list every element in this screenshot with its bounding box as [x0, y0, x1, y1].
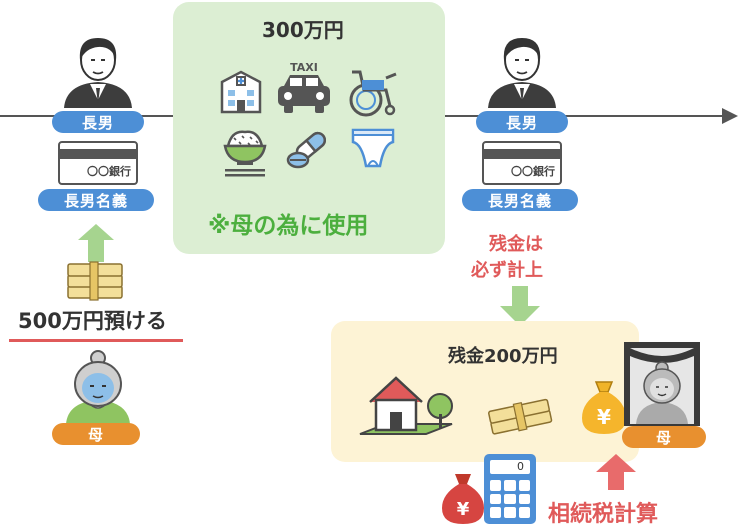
son-avatar-right	[488, 38, 556, 108]
yen-bag-symbol: ¥	[597, 405, 611, 429]
bank-card-text: 〇〇銀行	[511, 165, 555, 178]
bank-card-right: 〇〇銀行	[482, 141, 562, 185]
money-bundle-icon-left	[67, 261, 123, 301]
bank-card-stripe	[60, 149, 136, 159]
son-label-left: 長男	[52, 111, 144, 133]
yen-money-bag-icon: ¥	[582, 381, 626, 434]
son-avatar-left	[64, 38, 132, 108]
house-icon	[359, 376, 453, 435]
deposit-arrow-up	[78, 224, 114, 262]
mother-label-left: 母	[52, 423, 140, 445]
deposit-underline	[9, 339, 183, 342]
hospital-icon	[220, 70, 262, 114]
bank-card-left: 〇〇銀行	[58, 141, 138, 185]
diaper-icon	[351, 128, 395, 168]
tax-money-bag-icon: ¥	[442, 474, 484, 524]
remaining-arrow-down	[500, 286, 540, 326]
rice-bowl-icon	[223, 130, 267, 177]
wheelchair-icon	[349, 70, 397, 117]
money-bundle-icon-right	[488, 398, 553, 435]
mother-label-right: 母	[622, 426, 706, 448]
for-mother-note: ※母の為に使用	[208, 213, 369, 239]
inheritance-tax-calc: 相続税計算	[548, 502, 659, 527]
son-label-right: 長男	[476, 111, 568, 133]
tax-arrow-up	[596, 454, 636, 490]
deposit-text: 500万円預ける	[18, 309, 167, 333]
account-label-left: 長男名義	[38, 189, 154, 211]
bank-card-stripe	[484, 149, 560, 159]
calculator-icon: 0	[484, 454, 536, 524]
taxi-sign-text: TAXI	[290, 61, 318, 74]
usage-box	[173, 2, 445, 254]
pills-icon	[286, 131, 327, 169]
calculator-display: 0	[490, 460, 530, 474]
remaining-note-line1: 残金は	[489, 234, 543, 255]
mother-avatar-left	[66, 350, 130, 424]
timeline-arrowhead	[722, 108, 738, 124]
remaining-note-line2: 必ず計上	[471, 260, 543, 281]
taxi-icon: TAXI	[278, 61, 330, 113]
memorial-portrait-icon	[624, 342, 700, 426]
tax-bag-symbol: ¥	[457, 499, 470, 520]
usage-total: 300万円	[262, 18, 344, 42]
calculator-keypad	[490, 480, 530, 518]
remaining-amount: 残金200万円	[448, 346, 558, 367]
bank-card-text: 〇〇銀行	[87, 165, 131, 178]
account-label-right: 長男名義	[462, 189, 578, 211]
